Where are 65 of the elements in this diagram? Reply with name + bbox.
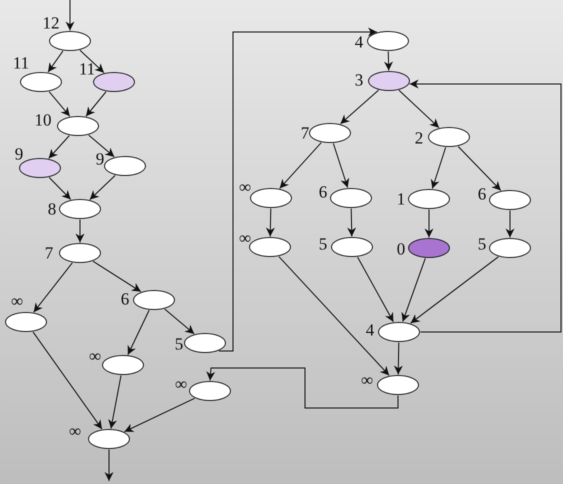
arrow — [89, 174, 116, 200]
arrow — [506, 210, 514, 238]
node-value: 2 — [414, 130, 424, 146]
arrow — [206, 368, 398, 408]
arrow — [48, 50, 64, 73]
arrow — [410, 256, 499, 324]
arrow — [409, 80, 562, 332]
node-value: 11 — [78, 60, 96, 78]
node-value: 6 — [120, 290, 130, 308]
arrow — [430, 146, 446, 190]
node-value: 7 — [300, 124, 310, 142]
node-value: 6 — [318, 184, 328, 200]
node-value: 1 — [396, 190, 406, 208]
arrow — [218, 27, 378, 352]
node-value: ∞ — [238, 178, 252, 196]
node-value: ∞ — [88, 348, 102, 364]
arrow — [92, 260, 142, 292]
node-value: ∞ — [360, 372, 374, 388]
arrow — [357, 256, 394, 322]
node-value: 5 — [478, 236, 486, 252]
arrow — [424, 209, 434, 238]
node-value: 6 — [478, 186, 486, 202]
arrow — [164, 308, 195, 334]
node-value: ∞ — [10, 292, 24, 310]
node-value: 10 — [34, 112, 52, 128]
node-value: 4 — [366, 322, 374, 338]
arrow — [66, 0, 74, 31]
arrow — [88, 134, 115, 158]
node-value: 5 — [318, 236, 328, 252]
arrow — [401, 258, 426, 322]
node-value: ∞ — [174, 376, 188, 392]
node-value: ∞ — [238, 230, 252, 246]
arrow — [48, 91, 70, 117]
arrow — [279, 142, 322, 189]
arrow — [347, 208, 356, 237]
arrow — [332, 142, 350, 188]
arrow — [48, 135, 70, 159]
arrow — [394, 342, 403, 375]
node-value: 9 — [14, 146, 24, 162]
node-value: 0 — [396, 240, 406, 258]
node-value: 8 — [48, 200, 56, 218]
arrow — [384, 51, 393, 71]
arrow — [398, 90, 440, 128]
arrow — [76, 219, 84, 243]
arrow — [33, 262, 73, 313]
node-value: 3 — [354, 72, 364, 88]
node-value: 7 — [44, 244, 54, 262]
arrow — [85, 91, 107, 117]
node-value: 11 — [12, 54, 30, 72]
arrow — [79, 50, 105, 74]
arrow — [458, 146, 502, 191]
arrow — [32, 331, 102, 430]
arrow — [108, 374, 122, 430]
arrow — [104, 449, 114, 482]
node-value: 4 — [354, 34, 364, 50]
arrow — [48, 176, 72, 200]
node-value: 5 — [174, 336, 184, 352]
arrow — [266, 208, 275, 237]
arrow — [278, 256, 390, 376]
node-value: 12 — [42, 14, 60, 32]
arrow — [124, 398, 196, 432]
arrow — [340, 90, 380, 124]
node-value: ∞ — [68, 422, 82, 440]
node-value: 9 — [96, 150, 104, 168]
arrow — [127, 310, 150, 356]
